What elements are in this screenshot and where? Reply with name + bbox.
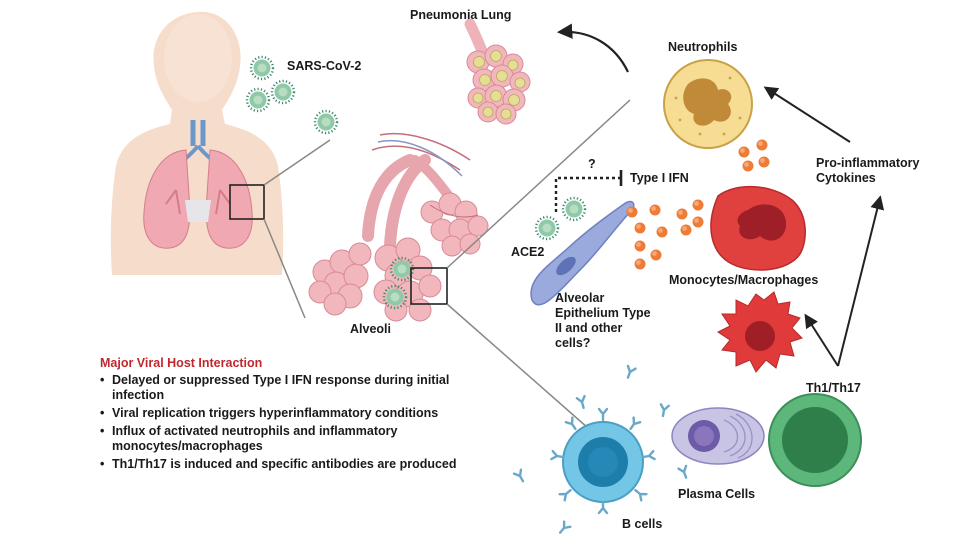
arrow-to-macrophage [804, 313, 839, 367]
virus-particle [245, 87, 271, 113]
alveoli-cluster [308, 133, 489, 322]
virus-particle [561, 196, 587, 222]
alveolus-zoom-box [410, 267, 448, 305]
zoom-line [446, 303, 589, 429]
b-cell [562, 421, 644, 503]
panel-bullet: Influx of activated neutrophils and infl… [100, 424, 500, 454]
panel-bullet: Viral replication triggers hyperinflamma… [100, 406, 500, 421]
virus-particle [270, 79, 296, 105]
virus-particle [249, 55, 275, 81]
body-lungs [143, 120, 253, 249]
label-plasma-cells: Plasma Cells [678, 487, 756, 501]
label-pro-inflammatory-cytokines: Pro-inflammatory Cytokines [816, 156, 920, 185]
lung-zoom-box [229, 184, 265, 220]
zoom-line [263, 139, 331, 186]
viral-host-interaction-panel: Major Viral Host Interaction Delayed or … [100, 356, 500, 475]
label-question-mark: ? [588, 157, 596, 171]
alveolar-epithelial-cell [530, 200, 635, 306]
label-b-cells: B cells [622, 517, 663, 531]
th1-th17-cell [768, 393, 862, 487]
arrow-to-cytokines [837, 195, 885, 367]
label-sars-cov-2: SARS-CoV-2 [287, 59, 362, 73]
arrow-to-neutrophils [763, 86, 851, 143]
virus-particle [313, 109, 339, 135]
label-alveolar-epithelium: Alveolar Epithelium Type II and other ce… [555, 291, 651, 350]
panel-title: Major Viral Host Interaction [100, 356, 263, 370]
monocyte-cell [710, 186, 806, 271]
virus-particle [534, 215, 560, 241]
macrophage-cell [717, 291, 803, 373]
neutrophil-cell [663, 59, 753, 149]
arrow-to-pneumonia [556, 23, 629, 73]
zoom-line [446, 99, 631, 269]
zoom-line [263, 218, 306, 319]
label-neutrophils: Neutrophils [668, 40, 738, 54]
label-monocytes-macrophages: Monocytes/Macrophages [669, 273, 819, 287]
ifn-inhibition-line [554, 176, 620, 212]
label-type-i-ifn: Type I IFN [630, 171, 689, 185]
label-pneumonia-lung: Pneumonia Lung [410, 8, 512, 22]
label-alveoli: Alveoli [350, 322, 391, 336]
label-ace2: ACE2 [511, 245, 545, 259]
human-torso [110, 11, 284, 275]
panel-bullet: Th1/Th17 is induced and specific antibod… [100, 457, 500, 472]
panel-bullet-list: Delayed or suppressed Type I IFN respons… [100, 373, 500, 472]
pneumonia-lung [464, 18, 531, 125]
panel-bullet: Delayed or suppressed Type I IFN respons… [100, 373, 500, 403]
label-th1-th17: Th1/Th17 [806, 381, 861, 395]
plasma-cell [671, 407, 765, 465]
